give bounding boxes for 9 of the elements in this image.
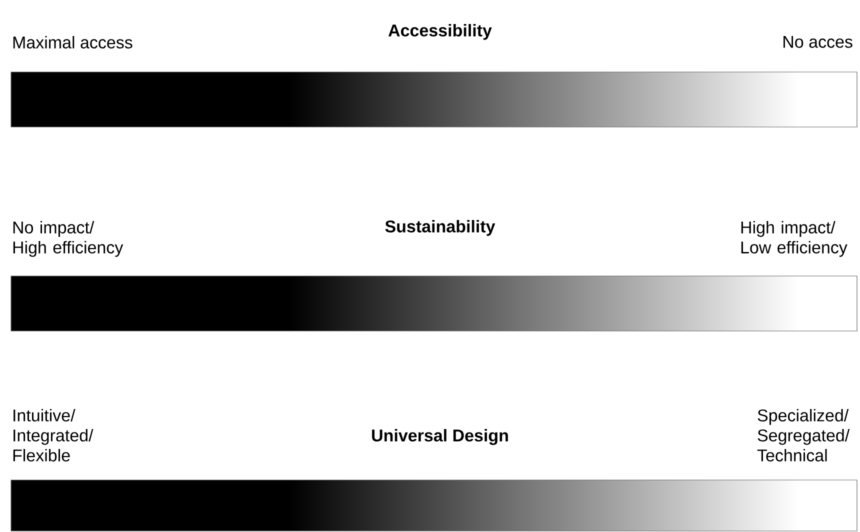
scale-label: Maximal access	[13, 36, 132, 48]
bar-heading: Sustainability	[385, 220, 496, 236]
scale-label: Specialized/ Segregated/ Technical	[757, 409, 850, 462]
bar-heading: Accessibility	[388, 24, 492, 40]
scale-label: No impact/ High efficiency	[13, 221, 124, 257]
scale-label: Intuitive/ Integrated/ Flexible	[13, 409, 94, 462]
bar-heading: Universal Design	[372, 429, 508, 445]
scale-label: High impact/ Low efficiency	[741, 221, 848, 257]
scale-label: No acces	[784, 36, 852, 48]
